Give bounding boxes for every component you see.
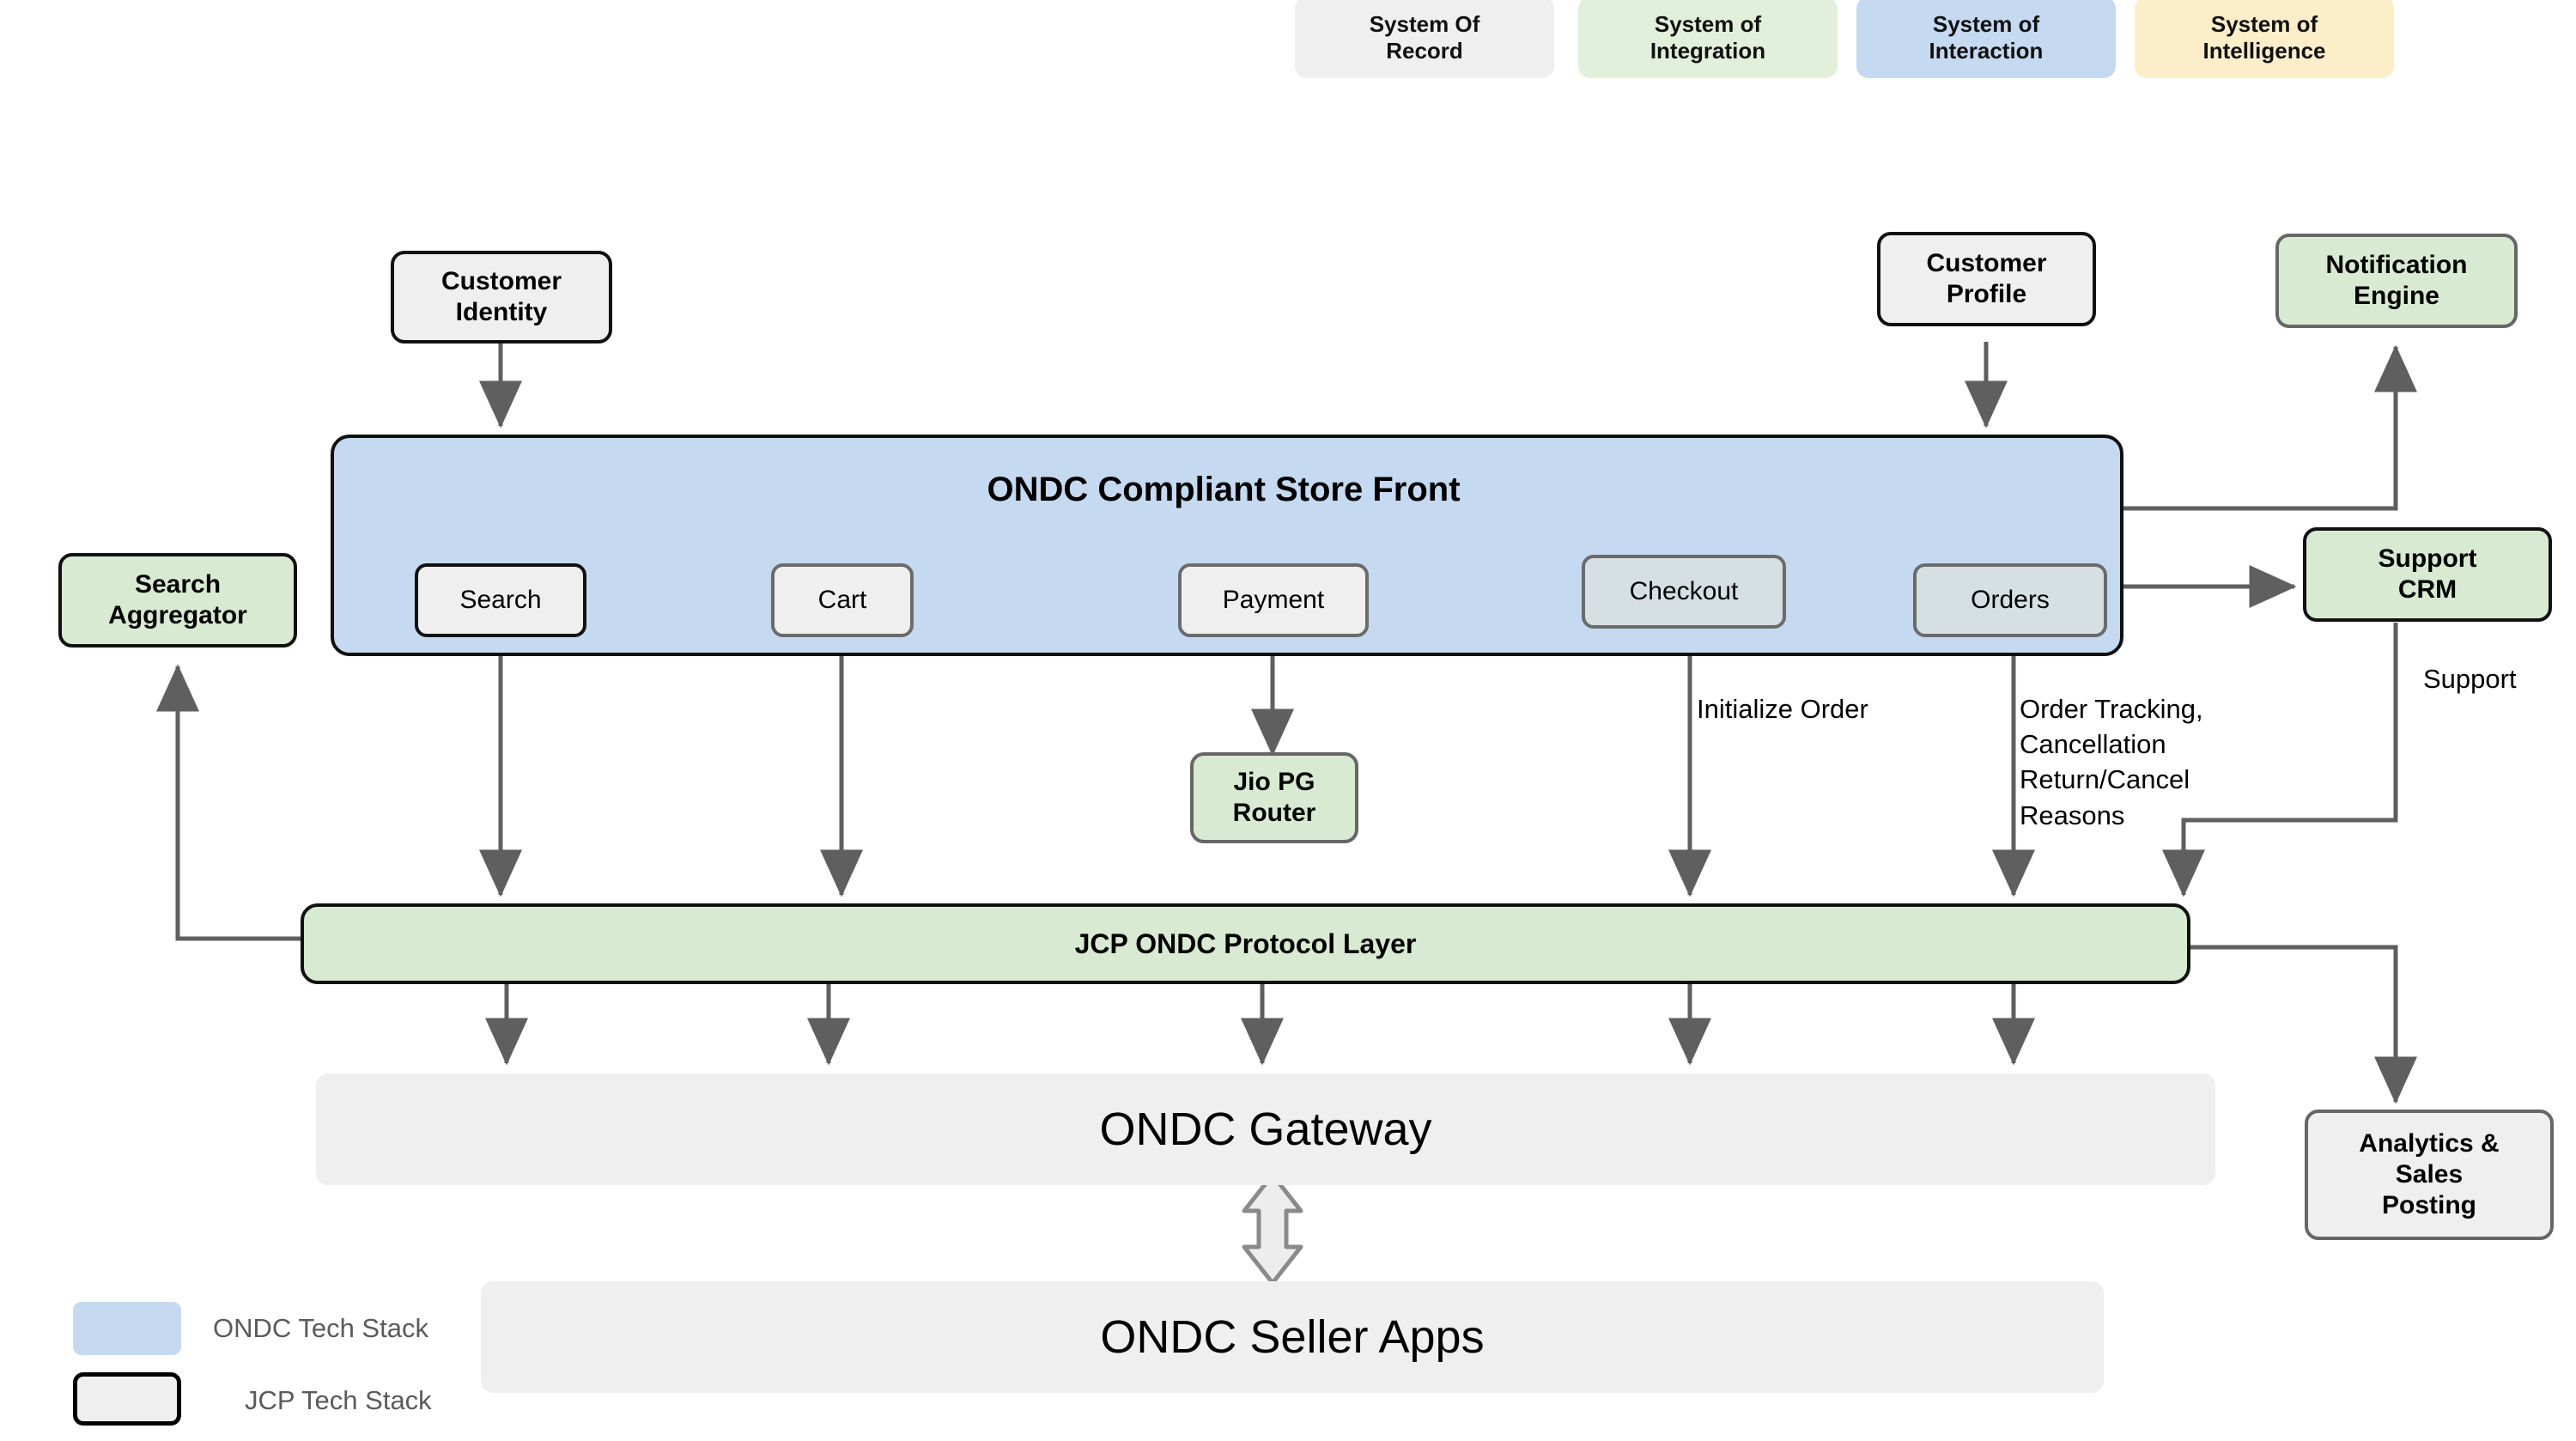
wire-protocol-to-analytics (2184, 945, 2417, 1104)
band-ondc-seller-apps[interactable]: ONDC Seller Apps (481, 1281, 2104, 1393)
edge-label-support: Support (2423, 664, 2517, 694)
module-label: Payment (1222, 586, 1325, 614)
node-support-crm[interactable]: Support CRM (2303, 527, 2552, 622)
store-front-title: ONDC Compliant Store Front (987, 471, 1461, 508)
node-label: Customer Identity (440, 267, 562, 326)
band-label: ONDC Gateway (1099, 1104, 1432, 1155)
node-notification-engine[interactable]: Notification Engine (2275, 234, 2518, 328)
edge-label-initialize-order: Initialize Order (1697, 694, 1868, 724)
legend-chip-label: System of Interaction (1929, 10, 2044, 64)
node-label: Search Aggregator (108, 570, 247, 629)
node-jio-pg-router[interactable]: Jio PG Router (1190, 752, 1358, 843)
legend-label-jcp-tech-stack: JCP Tech Stack (245, 1385, 432, 1415)
module-search[interactable]: Search (415, 563, 586, 637)
node-customer-profile[interactable]: Customer Profile (1877, 232, 2096, 326)
legend-chip-system-of-integration: System of Integration (1578, 0, 1838, 78)
legend-swatch-jcp-tech-stack (73, 1372, 181, 1426)
bar-jcp-ondc-protocol-layer[interactable]: JCP ONDC Protocol Layer (301, 903, 2190, 984)
node-label: Analytics & Sales Posting (2359, 1129, 2500, 1219)
wire-protocol-to-search-aggregator (156, 664, 301, 941)
node-analytics-sales-posting[interactable]: Analytics & Sales Posting (2305, 1110, 2554, 1240)
node-label: Notification Engine (2325, 251, 2468, 310)
band-ondc-gateway[interactable]: ONDC Gateway (316, 1073, 2215, 1185)
legend-chip-label: System Of Record (1369, 10, 1480, 64)
legend-chip-label: System of Intelligence (2202, 10, 2326, 64)
module-label: Cart (817, 586, 867, 614)
legend-chip-system-of-record: System Of Record (1295, 0, 1554, 78)
node-label: Jio PG Router (1232, 768, 1316, 827)
bidirectional-arrow-gateway-seller (1242, 1172, 1303, 1286)
bar-label: JCP ONDC Protocol Layer (1074, 927, 1417, 959)
node-search-aggregator[interactable]: Search Aggregator (58, 553, 297, 648)
wire-storefront-to-notification (2115, 344, 2417, 511)
module-orders[interactable]: Orders (1913, 563, 2107, 637)
legend-swatch-ondc-tech-stack (73, 1302, 181, 1355)
module-label: Checkout (1629, 577, 1739, 605)
module-payment[interactable]: Payment (1178, 563, 1369, 637)
band-label: ONDC Seller Apps (1100, 1311, 1485, 1363)
legend-chip-system-of-intelligence: System of Intelligence (2135, 0, 2394, 78)
module-label: Search (459, 586, 542, 614)
node-customer-identity[interactable]: Customer Identity (391, 251, 612, 344)
module-cart[interactable]: Cart (771, 563, 914, 637)
node-label: Customer Profile (1926, 249, 2047, 308)
module-label: Orders (1971, 586, 2050, 614)
legend-label-ondc-tech-stack: ONDC Tech Stack (213, 1313, 428, 1343)
legend-chip-system-of-interaction: System of Interaction (1856, 0, 2116, 78)
node-label: Support CRM (2378, 544, 2477, 604)
edge-label-order-tracking: Order Tracking, Cancellation Return/Canc… (2020, 694, 2203, 830)
module-checkout[interactable]: Checkout (1582, 555, 1786, 629)
legend-chip-label: System of Integration (1649, 10, 1766, 64)
